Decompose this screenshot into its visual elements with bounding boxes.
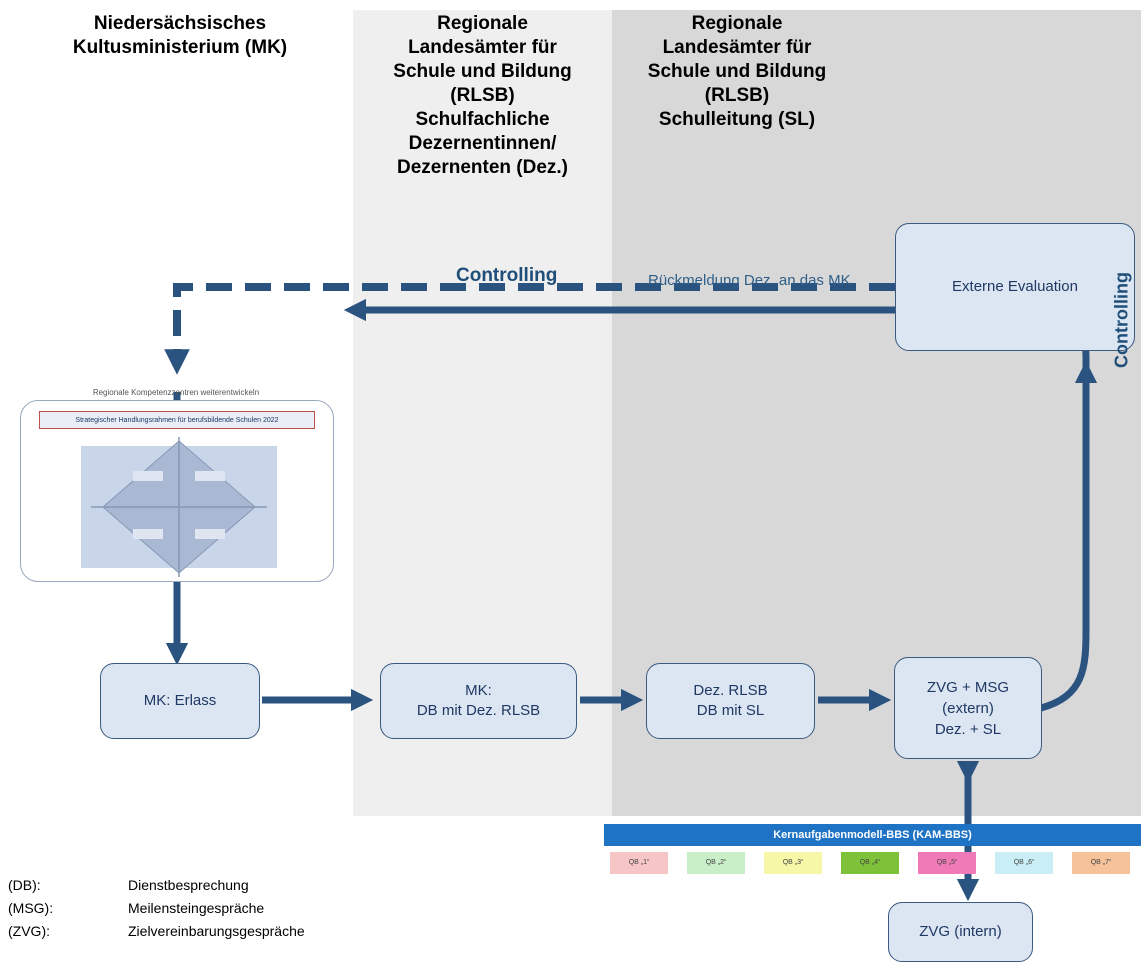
kam-cell-1: QB „1“ [610,852,668,874]
controlling-label-left: Controlling [456,265,558,286]
legend: (DB): Dienstbesprechung (MSG): Meilenste… [8,874,408,944]
controlling-label-right: Controlling [1111,272,1132,368]
kam-cell-3: QB „3“ [764,852,822,874]
legend-abbr-zvg: (ZVG): [8,923,50,939]
strategic-framework-thumbnail: Strategischer Handlungsrahmen für berufs… [20,400,334,582]
thumbnail-title: Regionale Kompetenzzentren weiterentwick… [92,388,260,397]
arrow-zvg-to-evaluation [1039,360,1098,712]
dez-db-box: Dez. RLSB DB mit SL [646,663,815,739]
feedback-label: Rückmeldung Dez. an das MK [648,272,851,289]
thumbnail-banner: Strategischer Handlungsrahmen für berufs… [39,411,315,429]
column-header-mk: Niedersächsisches Kultusministerium (MK) [72,13,288,58]
kam-cell-7: QB „7“ [1072,852,1130,874]
column-header-dezernenten: Regionale Landesämter für Schule und Bil… [393,13,572,178]
dashed-return-arrow [164,283,895,375]
thumbnail-diamond [91,437,267,577]
legend-abbr-msg: (MSG): [8,900,54,916]
legend-abbr-db: (DB): [8,877,41,893]
kam-cell-4: QB „4“ [841,852,899,874]
mk-db-box: MK: DB mit Dez. RLSB [380,663,577,739]
externe-evaluation-box: Externe Evaluation [895,223,1135,351]
kam-bbs-bar: Kernaufgabenmodell-BBS (KAM-BBS) [604,824,1141,846]
legend-desc-msg: Meilensteingespräche [128,900,265,916]
zvg-msg-box: ZVG + MSG (extern) Dez. + SL [894,657,1042,759]
mk-erlass-box: MK: Erlass [100,663,260,739]
column-header-schulleitung: Regionale Landesämter für Schule und Bil… [647,13,827,130]
legend-desc-db: Dienstbesprechung [128,877,249,893]
kam-cell-6: QB „6“ [995,852,1053,874]
kam-cell-5: QB „5“ [918,852,976,874]
kam-cell-2: QB „2“ [687,852,745,874]
zvg-intern-box: ZVG (intern) [888,902,1033,962]
legend-desc-zvg: Zielvereinbarungsgespräche [128,923,305,939]
